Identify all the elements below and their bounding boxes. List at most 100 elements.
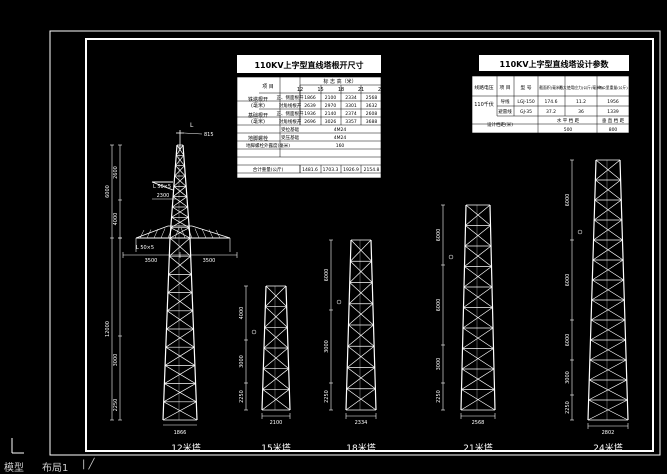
dim-text: 2250: [324, 390, 330, 403]
tower-brace: [170, 227, 191, 239]
tower-brace: [165, 328, 194, 348]
tower-brace: [263, 347, 289, 369]
tower-brace: [591, 279, 624, 301]
dim-text: 4000: [113, 213, 119, 226]
table1-cell: 3962: [386, 103, 398, 109]
table1-row-kind: 正、侧面根开: [277, 94, 304, 101]
layout-tab[interactable]: 布局1: [42, 463, 69, 474]
table1-cell: 2374: [345, 111, 357, 117]
table2-model: GJ-35: [520, 109, 532, 115]
dim-text: 3000: [436, 358, 442, 371]
tower12-arm-lace: [139, 229, 145, 239]
tower-label-24: 24米塔: [593, 442, 622, 454]
table1-cell: 2639: [304, 103, 316, 109]
tower-brace: [593, 219, 623, 241]
table1-body: [236, 76, 382, 179]
table2-header: 截面积(毫米²): [539, 85, 563, 90]
tower12-arm-lace: [153, 228, 159, 239]
table1-anchor-value: 4M24: [334, 127, 347, 133]
tower-brace: [590, 299, 625, 321]
tower12-lower-arm: [135, 225, 169, 239]
tower-brace: [463, 266, 492, 288]
dim-text: 2250: [239, 390, 245, 403]
table1-cell: 3688: [366, 119, 378, 125]
tower-brace: [593, 219, 623, 241]
tower-brace: [589, 359, 627, 381]
table2-header: 每公里重量(公斤): [598, 85, 628, 90]
table2-header: 项 目: [499, 85, 510, 91]
dim-text: 6000: [565, 334, 571, 347]
table2-voltage: 110千伏: [474, 101, 494, 108]
tower-brace: [346, 388, 377, 411]
dim-text: 4000: [239, 307, 245, 320]
table1-height-15: 15: [317, 87, 323, 93]
tower-brace: [264, 327, 289, 349]
table1-title-bg: [237, 55, 381, 73]
tower-brace: [347, 367, 376, 390]
table1-row-kind: 正、侧面根开: [277, 110, 304, 117]
tower12-right-dim: 3500: [203, 258, 216, 264]
tower-brace: [588, 379, 627, 401]
tower-label-18: 18米塔: [346, 442, 375, 454]
tower-brace: [169, 227, 190, 239]
tower-brace: [168, 255, 191, 275]
dim-text: 6000: [324, 269, 330, 282]
table1-height-12: 12: [297, 87, 303, 93]
tower-brace: [348, 303, 374, 326]
tower12-upper-arm: [151, 181, 174, 191]
table1-weight: 1926.9: [343, 167, 359, 173]
table2-stress: 36: [578, 109, 584, 115]
tower12-leader: [183, 132, 203, 135]
tower-brace: [592, 259, 624, 281]
tower-brace: [168, 274, 193, 293]
table1-anchor-value: 4M24: [334, 135, 347, 141]
dim-text: 6000: [436, 229, 442, 242]
tower-brace: [263, 327, 288, 349]
dim-text: 2600: [113, 166, 119, 179]
model-tab[interactable]: 模型: [4, 463, 24, 474]
table2-span-h: 水 平 档 距: [557, 117, 580, 124]
dim-text: 2250: [436, 390, 442, 403]
tower-brace: [173, 186, 188, 197]
table1-row-kind: 对角线根开: [279, 102, 302, 109]
table1-weight-label: 合计重量(公斤): [253, 166, 284, 173]
tower-brace: [265, 285, 287, 307]
command-status-bar[interactable]: 模型 布局1 | ╱: [0, 458, 667, 474]
tower-brace: [167, 310, 194, 330]
tower-brace: [172, 196, 188, 208]
tower12-arm-lace: [180, 227, 186, 239]
table1-row-sub: (毫米): [251, 118, 265, 125]
tower-brace: [350, 260, 373, 283]
table1-weight: 2154.8: [364, 167, 380, 173]
tower-brace: [166, 328, 195, 348]
table1-anchor-kind: 受拉基础: [281, 126, 299, 133]
table1-cell: 1936: [304, 111, 316, 117]
tower12-arm-lace: [146, 229, 152, 239]
dim-text: 6000: [105, 185, 111, 198]
table2-span-hval: 500: [564, 127, 573, 133]
tower12-arm-lace: [208, 229, 214, 239]
command-cursor: | ╱: [82, 459, 95, 470]
table1-height-21: 21: [358, 87, 364, 93]
tower-brace: [167, 274, 192, 293]
tower-brace: [592, 239, 623, 261]
table2-grid: 线路电压项 目型 号截面积(毫米²)最大使用应力(公斤/毫米²)每公里重量(公斤…: [472, 76, 629, 133]
table2-title-bg: [479, 55, 629, 71]
tower-brace: [265, 285, 287, 307]
table1-cell: 4019: [386, 119, 398, 125]
tower-mark-circle: [251, 329, 257, 335]
ucs-icon[interactable]: [11, 438, 24, 454]
tower-brace: [176, 144, 185, 156]
tower-brace: [175, 155, 185, 166]
tower-base-dim-text: 2100: [270, 420, 283, 426]
tower-brace: [595, 159, 621, 181]
table2-weight: 1956: [607, 99, 619, 105]
tower-brace: [589, 339, 626, 361]
tower-brace: [263, 368, 290, 390]
tower12-lower-arm: [191, 225, 231, 239]
tower-brace: [461, 368, 495, 390]
